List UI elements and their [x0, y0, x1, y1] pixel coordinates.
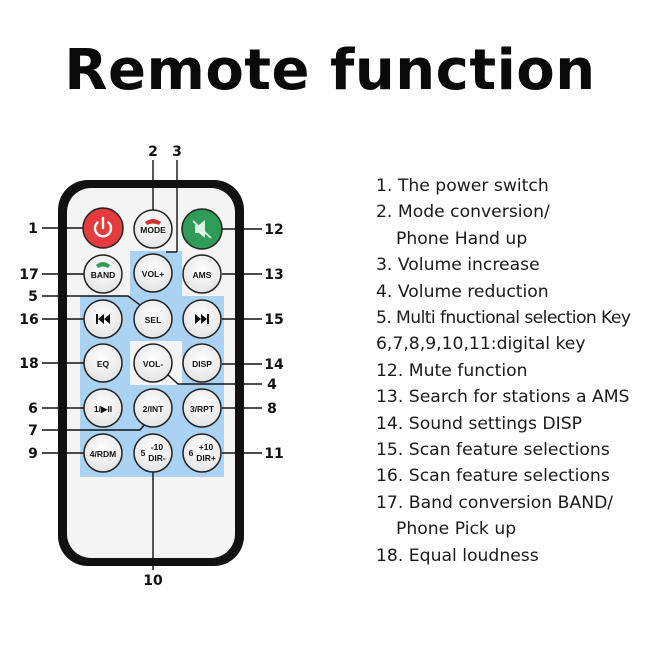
- callout-5: 5: [28, 289, 38, 305]
- callout-16: 16: [19, 312, 38, 328]
- callout-15: 15: [264, 312, 283, 328]
- ams-label: AMS: [193, 270, 212, 280]
- ams-button[interactable]: AMS: [182, 254, 222, 294]
- legend-item-4: 4. Volume reduction: [376, 281, 549, 302]
- key-3-label: 3/RPT: [190, 404, 215, 414]
- mode-label: MODE: [140, 225, 166, 235]
- legend-item-5: 5. Multi fnuctional selection Key: [376, 308, 631, 329]
- callout-18: 18: [19, 356, 38, 372]
- skip-forward-icon: [195, 314, 209, 324]
- legend-item-15: 15. Scan feature selections: [376, 440, 610, 461]
- callout-1: 1: [28, 221, 38, 237]
- legend-item-2: 2. Mode conversion/: [376, 202, 550, 223]
- band-label: BAND: [91, 270, 116, 280]
- disp-label: DISP: [192, 359, 212, 369]
- key-5-dir: DIR-: [148, 453, 166, 463]
- function-legend: 1. The power switch 2. Mode conversion/ …: [376, 173, 660, 569]
- legend-item-1: 1. The power switch: [376, 176, 549, 196]
- eq-label: EQ: [97, 359, 110, 369]
- previous-button[interactable]: [83, 299, 123, 339]
- page-title: Remote function: [64, 38, 596, 103]
- legend-item-12: 12. Mute function: [376, 360, 528, 381]
- key-1-label: 1/▶II: [94, 404, 112, 414]
- mute-icon: [192, 220, 212, 239]
- legend-item-13: 13. Search for stations a AMS: [376, 387, 630, 408]
- band-button[interactable]: BAND: [83, 254, 123, 294]
- callout-10: 10: [143, 573, 163, 589]
- key-5-number: 5: [141, 448, 146, 458]
- power-icon: [93, 216, 113, 238]
- vol-up-label: VOL+: [142, 269, 164, 279]
- legend-item-6-11: 6,7,8,9,10,11:digital key: [376, 334, 586, 355]
- key-5-button[interactable]: 5 -10 DIR-: [133, 433, 173, 473]
- callout-2: 2: [148, 144, 158, 160]
- skip-back-icon: [96, 314, 110, 324]
- key-6-sub: +10: [199, 442, 214, 452]
- legend-item-18: 18. Equal loudness: [376, 545, 539, 566]
- key-6-number: 6: [189, 448, 194, 458]
- callout-6: 6: [28, 401, 38, 417]
- legend-item-17-cont: Phone Pick up: [396, 519, 517, 540]
- key-3-button[interactable]: 3/RPT: [182, 388, 222, 428]
- callout-9: 9: [28, 446, 38, 462]
- callout-11: 11: [264, 446, 283, 462]
- vol-down-label: VOL-: [143, 359, 163, 369]
- key-4-button[interactable]: 4/RDM: [83, 433, 123, 473]
- callout-7: 7: [28, 423, 38, 439]
- callout-13: 13: [264, 267, 283, 283]
- key-2-button[interactable]: 2/INT: [133, 388, 173, 428]
- vol-down-button[interactable]: VOL-: [133, 343, 173, 383]
- mute-button[interactable]: [181, 208, 223, 250]
- key-6-button[interactable]: 6 +10 DIR+: [182, 433, 222, 473]
- sel-button[interactable]: SEL: [133, 299, 173, 339]
- phone-pickup-icon: [96, 262, 110, 268]
- legend-item-17: 17. Band conversion BAND/: [376, 492, 614, 513]
- callout-3: 3: [172, 144, 182, 160]
- key-5-sub: -10: [151, 442, 164, 452]
- mode-button[interactable]: MODE: [133, 209, 173, 249]
- sel-label: SEL: [145, 315, 162, 325]
- key-6-dir: DIR+: [196, 453, 216, 463]
- callout-lines: [42, 160, 262, 570]
- legend-item-3: 3. Volume increase: [376, 255, 540, 276]
- power-button[interactable]: [82, 207, 124, 249]
- callout-12: 12: [264, 222, 283, 238]
- legend-item-16: 16. Scan feature selections: [376, 466, 610, 487]
- phone-hangup-icon: [145, 219, 161, 225]
- key-1-button[interactable]: 1/▶II: [83, 388, 123, 428]
- vol-up-button[interactable]: VOL+: [133, 253, 173, 293]
- key-2-label: 2/INT: [143, 404, 165, 414]
- key-4-label: 4/RDM: [90, 449, 116, 459]
- eq-button[interactable]: EQ: [83, 343, 123, 383]
- callout-17: 17: [19, 267, 38, 283]
- legend-item-14: 14. Sound settings DISP: [376, 413, 582, 434]
- disp-button[interactable]: DISP: [182, 343, 222, 383]
- callout-8: 8: [267, 401, 277, 417]
- callout-numbers: 1 2 3 4 5 6 7 8 9 10 11 12 13 14 15 16 1…: [19, 144, 284, 589]
- legend-item-2-cont: Phone Hand up: [396, 228, 528, 249]
- callout-4: 4: [267, 377, 277, 393]
- callout-14: 14: [264, 357, 284, 373]
- next-button[interactable]: [182, 299, 222, 339]
